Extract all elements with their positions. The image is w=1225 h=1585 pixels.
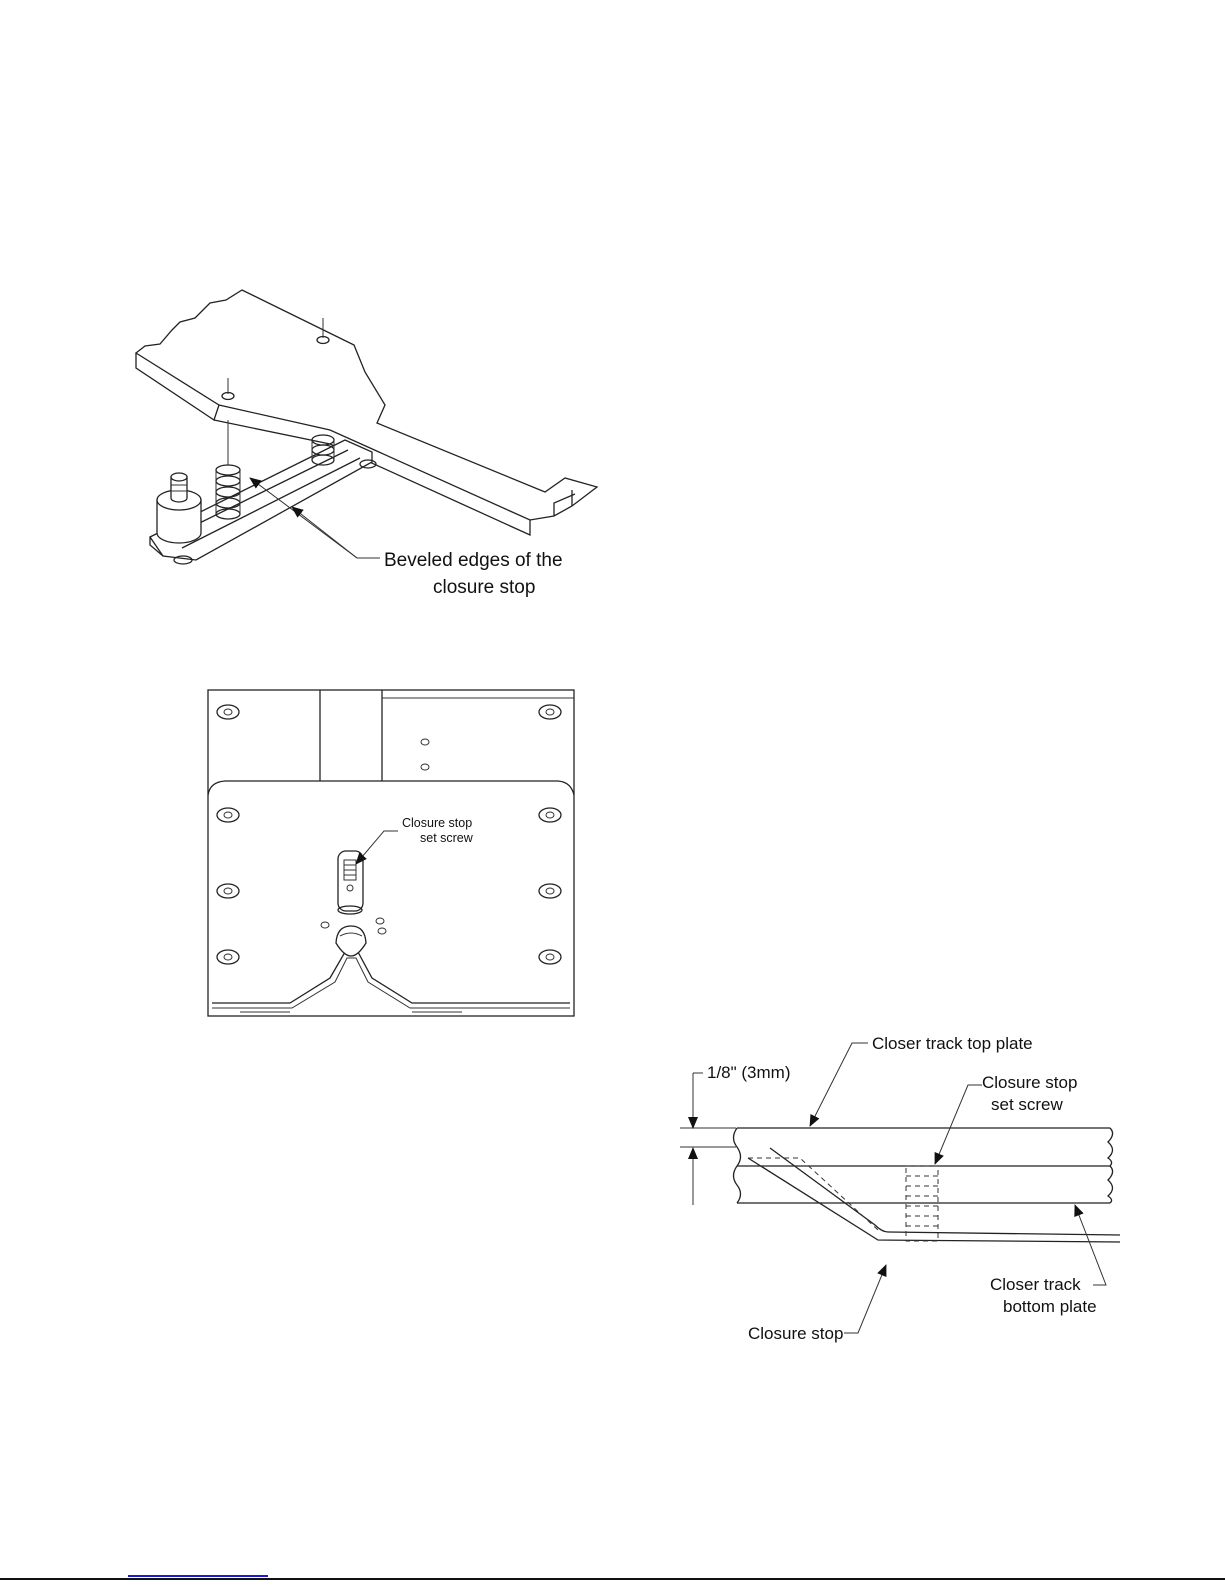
label-set-screw-line2: set screw [420,831,474,845]
label-top-plate: Closer track top plate [872,1034,1033,1053]
label-section-set-screw-line1: Closure stop [982,1073,1077,1092]
figure-isometric-closure-stop: Beveled edges of the closure stop [136,290,597,598]
bottom-plate-outline [208,781,574,795]
label-bottom-plate-line2: bottom plate [1003,1297,1097,1316]
label-closure-stop: Closure stop [748,1324,843,1343]
roller-post [157,473,201,543]
label-dimension: 1/8" (3mm) [707,1063,791,1082]
track-plate [136,290,597,520]
label-section-set-screw-line2: set screw [991,1095,1064,1114]
figure-section-view: 1/8" (3mm) Closer track top plate Closur… [680,1034,1120,1343]
track-outline [208,690,574,1016]
mounting-holes [217,705,561,964]
footer-rule [0,1578,1225,1580]
label-beveled-edges-line2: closure stop [433,577,535,598]
label-set-screw-line1: Closure stop [402,816,472,830]
footer-link-underline[interactable] [128,1575,268,1577]
figure-top-view: Closure stop set screw [208,690,574,1016]
label-beveled-edges-line1: Beveled edges of the [384,550,563,571]
label-bottom-plate-line1: Closer track [990,1275,1081,1294]
